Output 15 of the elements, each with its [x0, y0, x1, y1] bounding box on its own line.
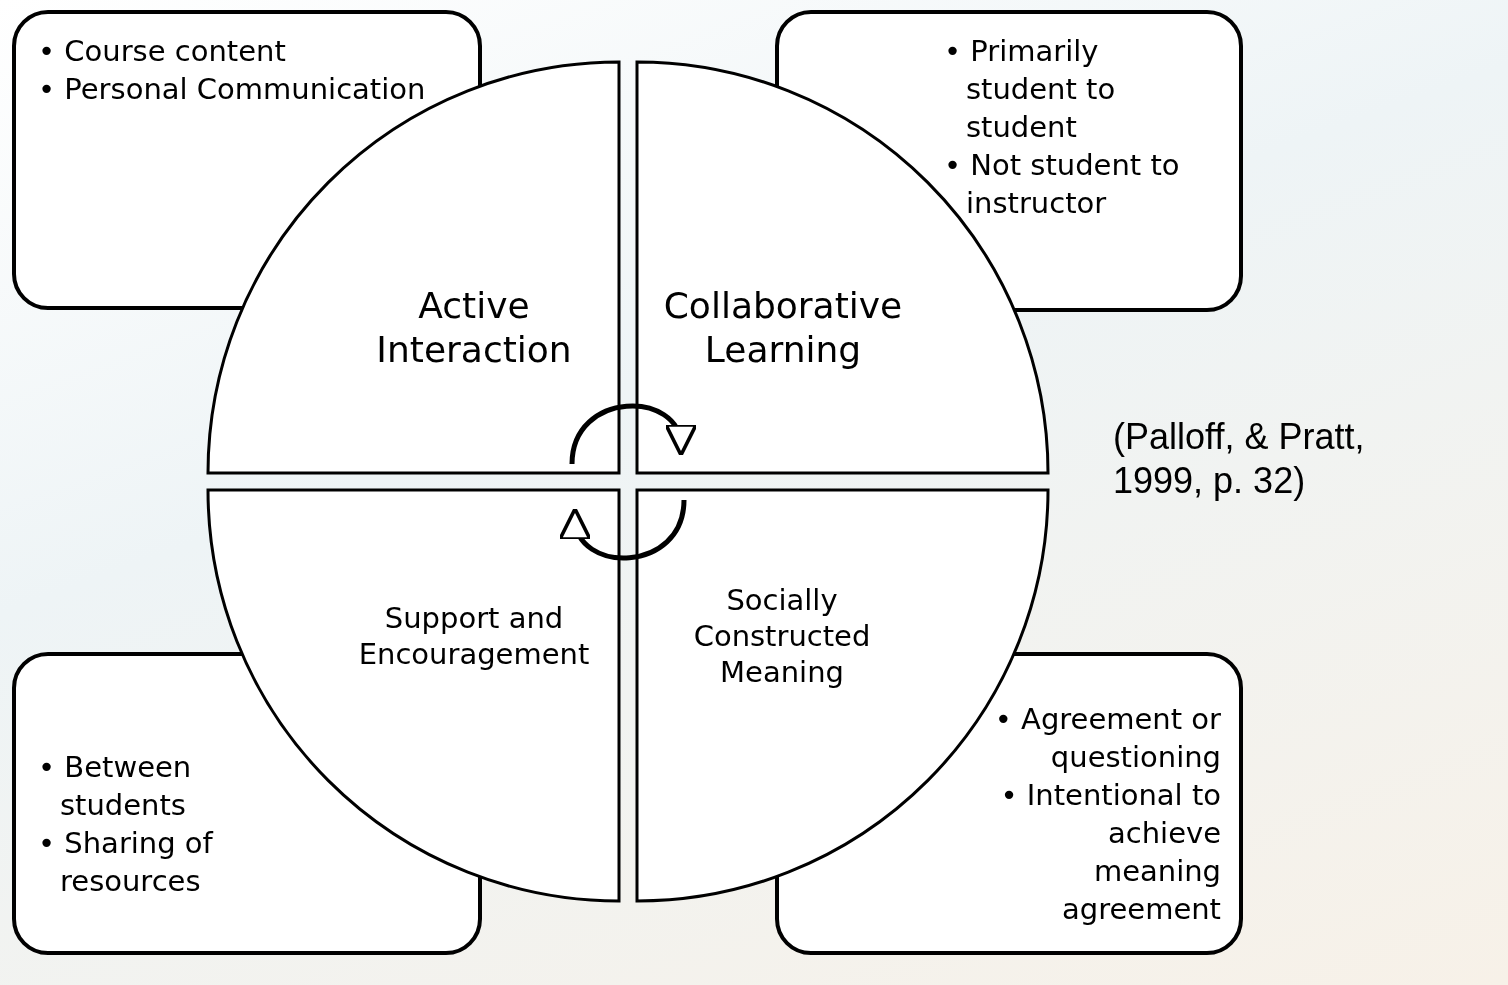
segment-title: Collaborative Learning — [662, 284, 904, 372]
cycle-arrow — [569, 403, 695, 465]
segment-title: Support and Encouragement — [357, 600, 591, 672]
bullet-point-text: • Sharing of resources — [38, 825, 215, 900]
segment-title: Active Interaction — [375, 284, 573, 372]
segment-title: Socially Constructed Meaning — [692, 582, 872, 690]
cycle-arrow — [561, 499, 687, 561]
citation-text: (Palloff, & Pratt, 1999, p. 32) — [1113, 415, 1366, 503]
bullet-point-text: • Not student to instructor — [944, 147, 1181, 222]
bullet-point-text: • Primarily student to student — [944, 33, 1117, 146]
bullet-point-text: • Agreement or questioning — [993, 701, 1221, 776]
bullet-point-text: • Personal Communication — [38, 71, 427, 108]
bullet-point-text: • Between students — [38, 749, 193, 824]
bullet-point-text: • Course content — [38, 33, 287, 70]
bullet-point-text: • Intentional to achieve meaning agreement — [999, 777, 1221, 928]
